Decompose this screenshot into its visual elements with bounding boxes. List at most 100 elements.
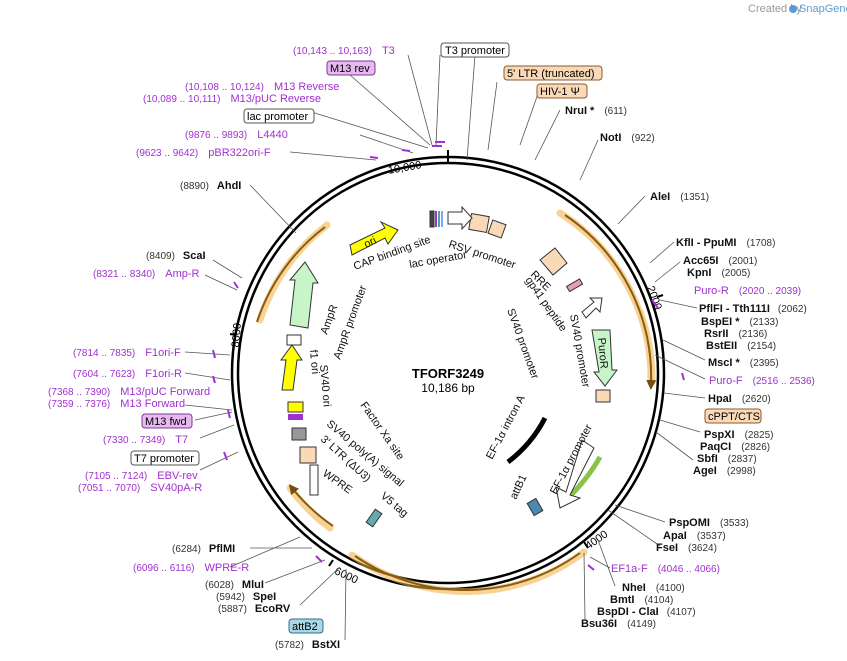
tick-label-4000: 4000 — [583, 528, 610, 552]
tick-label-8000: 8000 — [230, 322, 244, 347]
primer-ebv-rev: (7105 .. 7124)EBV-rev — [85, 470, 198, 482]
primer-puro-r: Puro-R(2020 .. 2039) — [694, 285, 801, 297]
enzyme-pspomi: PspOMI(3533) — [669, 517, 749, 529]
primer-marks — [212, 141, 685, 571]
attb1-label: attB1 — [508, 473, 530, 501]
primer-m13puc-forward: (7368 .. 7390)M13/pUC Forward — [48, 386, 210, 398]
rre-box — [539, 247, 568, 276]
enzyme-nhei: NheI(4100) — [622, 582, 685, 594]
enzyme-ecorv: (5887)EcoRV — [218, 603, 291, 615]
credit-text: Created by — [748, 3, 802, 15]
enzyme-nrui: NruI *(611) — [565, 105, 627, 117]
ampr-label: AmpR — [319, 303, 341, 336]
enzyme-noti: NotI(922) — [600, 132, 655, 144]
primer-pbr322: (9623 .. 9642)pBR322ori-F — [136, 147, 271, 159]
cap-box — [429, 210, 435, 228]
enzyme-alei: AleI(1351) — [650, 191, 709, 203]
f1ori-arrow — [280, 344, 303, 391]
attb1-box — [526, 497, 544, 517]
primers: (10,143 .. 10,163)T3 (10,108 .. 10,124)M… — [48, 45, 815, 575]
feature-shapes — [280, 205, 618, 528]
enzyme-bsteii: BstEII(2154) — [706, 340, 776, 352]
enzyme-spei: (5942)SpeI — [216, 591, 276, 603]
ltr5-box — [487, 219, 507, 239]
primer-t3: (10,143 .. 10,163)T3 — [293, 45, 395, 57]
snapgene-logo-icon — [789, 5, 797, 13]
ef1a-promoter-arrow — [555, 439, 595, 509]
enzyme-kfli: KflI - PpuMI(1708) — [676, 237, 775, 249]
primer-m13-reverse: (10,108 .. 10,124)M13 Reverse — [185, 81, 339, 93]
wpre-label: WPRE — [320, 468, 354, 497]
ltr3-box — [299, 446, 317, 464]
primer-m13-forward: (7359 .. 7376)M13 Forward — [48, 398, 185, 410]
gp41-box — [565, 278, 584, 293]
leader-lines — [184, 54, 706, 641]
primer-l4440: (9876 .. 9893)L4440 — [185, 129, 288, 141]
enzyme-acc65i: Acc65I(2001) — [683, 255, 757, 267]
enzyme-agei: AgeI(2998) — [693, 465, 756, 477]
rsv-promoter-box — [468, 212, 490, 234]
cppt-box — [595, 389, 611, 403]
primer-m13puc-reverse: (10,089 .. 10,111)M13/pUC Reverse — [143, 93, 321, 105]
enzyme-pflfi: PflFI - Tth111I(2062) — [699, 303, 807, 315]
m13-rev-label: M13 rev — [330, 63, 370, 75]
enzyme-bstxi: (5782)BstXI — [275, 639, 340, 651]
primer-ampr: (8321 .. 8340)Amp-R — [93, 268, 200, 280]
enzymes-left: (8890)AhdI (8409)ScaI (6284)PflMI (6028)… — [146, 180, 340, 651]
enzyme-bsu36i: Bsu36I(4149) — [581, 618, 656, 630]
primer-f1ori-f: (7814 .. 7835)F1ori-F — [73, 347, 181, 359]
t3-promoter-label: T3 promoter — [445, 45, 505, 57]
t7-promoter-label: T7 promoter — [134, 453, 194, 465]
ampr-prom — [286, 334, 302, 346]
puror-arrow — [591, 329, 618, 387]
ori-arrow — [349, 220, 399, 256]
ampr-arrow — [288, 261, 319, 329]
m13-fwd-label: M13 fwd — [145, 416, 187, 428]
lac-op-label: lac operator — [408, 249, 468, 271]
primer-sv40pa-r: (7051 .. 7070)SV40pA-R — [78, 482, 202, 494]
v5-label: V5 tag — [378, 490, 410, 520]
lac-promoter-label: lac promoter — [247, 111, 308, 123]
primer-t7: (7330 .. 7349)T7 — [103, 434, 188, 446]
attb2-label: attB2 — [292, 621, 318, 633]
sv40ori-label: SV40 ori — [317, 364, 333, 407]
enzyme-mlui: (6028)MluI — [205, 579, 264, 591]
hiv-label: HIV-1 Ψ — [540, 86, 580, 98]
plasmid-name: TFORF3249 — [412, 366, 484, 381]
puror-label: PuroR — [595, 337, 610, 369]
brand-text: SnapGene — [799, 3, 847, 15]
primer-f1ori-r: (7604 .. 7623)F1ori-R — [73, 368, 182, 380]
enzyme-bmti: BmtI(4104) — [610, 594, 673, 606]
v5-box — [365, 508, 383, 528]
enzyme-hpai: HpaI(2620) — [708, 393, 771, 405]
enzyme-ahdi: (8890)AhdI — [180, 180, 241, 192]
enzyme-pspxi: PspXI(2825) — [704, 429, 773, 441]
enzyme-sbfi: SbfI(2837) — [697, 453, 757, 465]
tick-label-10000: 10,000 — [387, 159, 422, 177]
enzyme-paqci: PaqCI(2826) — [700, 441, 770, 453]
enzymes-right: NruI *(611) NotI(922) AleI(1351) KflI - … — [565, 105, 807, 630]
enzyme-rsrii: RsrII(2136) — [704, 328, 767, 340]
enzyme-kpni: KpnI(2005) — [687, 267, 750, 279]
primer-puro-f: Puro-F(2516 .. 2536) — [709, 375, 815, 387]
enzyme-msci: MscI *(2395) — [708, 357, 779, 369]
wpre-line — [309, 464, 319, 496]
enzyme-scai: (8409)ScaI — [146, 250, 206, 262]
sv40-prom2-label: SV40 promoter — [567, 313, 592, 388]
cppt-label: cPPT/CTS — [708, 411, 760, 423]
f1ori-label: f1 ori — [307, 349, 321, 374]
enzyme-bspei: BspEI *(2133) — [701, 316, 778, 328]
ring-ticks — [229, 150, 664, 567]
ef1a-intron-bar — [506, 416, 548, 464]
ampr-prom-label: AmpR promoter — [332, 284, 370, 361]
orange-arcs-core — [256, 214, 657, 591]
sv40polya-box — [291, 427, 307, 441]
primer-ef1a-f: EF1a-F(4046 .. 4066) — [611, 563, 720, 575]
ltr5-label: 5' LTR (truncated) — [507, 68, 594, 80]
enzyme-bspdi: BspDI - ClaI(4107) — [597, 606, 696, 618]
ori-label: ori — [362, 235, 378, 251]
sv40-prom-arrow — [581, 297, 603, 319]
enzyme-apai: ApaI(3537) — [663, 530, 726, 542]
